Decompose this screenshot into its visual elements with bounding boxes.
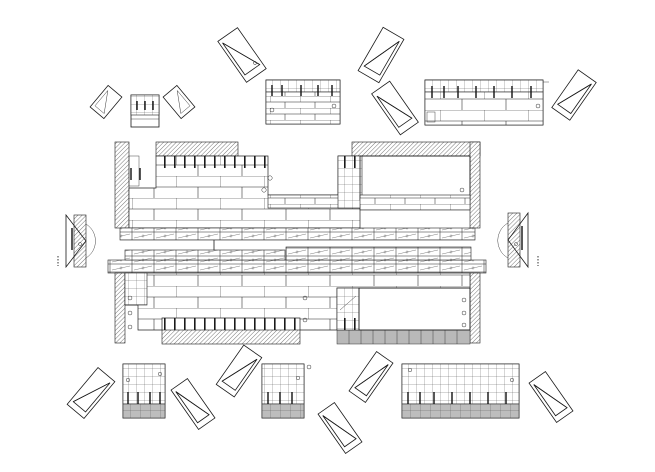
bottom-far-right-triangle-detail [528, 371, 574, 423]
right-section-detail [497, 211, 539, 269]
bottom-right-wall-elevation [401, 363, 520, 419]
top-far-right-triangle-detail [551, 69, 597, 121]
bottom-left-wall-elevation [122, 363, 166, 419]
top-left-triangle-detail [217, 27, 267, 83]
top-center-triangle-detail [357, 26, 405, 84]
small-left-triangle-detail [89, 84, 123, 120]
small-pier-elevation [130, 94, 160, 128]
bottom-far-left-triangle-detail [66, 366, 116, 420]
top-left-wall-elevation [265, 79, 341, 125]
bottom-center-right-triangle-detail [348, 351, 394, 403]
top-right-wall-elevation [424, 79, 549, 126]
bottom-left-triangle-detail [170, 378, 216, 430]
left-section-detail [57, 213, 96, 269]
upper-plan-course [114, 141, 481, 252]
bottom-center-wall-elevation [261, 363, 312, 419]
lower-plan-course [107, 246, 487, 345]
small-right-triangle-detail [162, 84, 196, 120]
top-right-center-triangle-detail [371, 80, 419, 136]
bottom-center-triangle-detail [317, 402, 363, 454]
bottom-center-left-triangle-detail [215, 344, 263, 398]
